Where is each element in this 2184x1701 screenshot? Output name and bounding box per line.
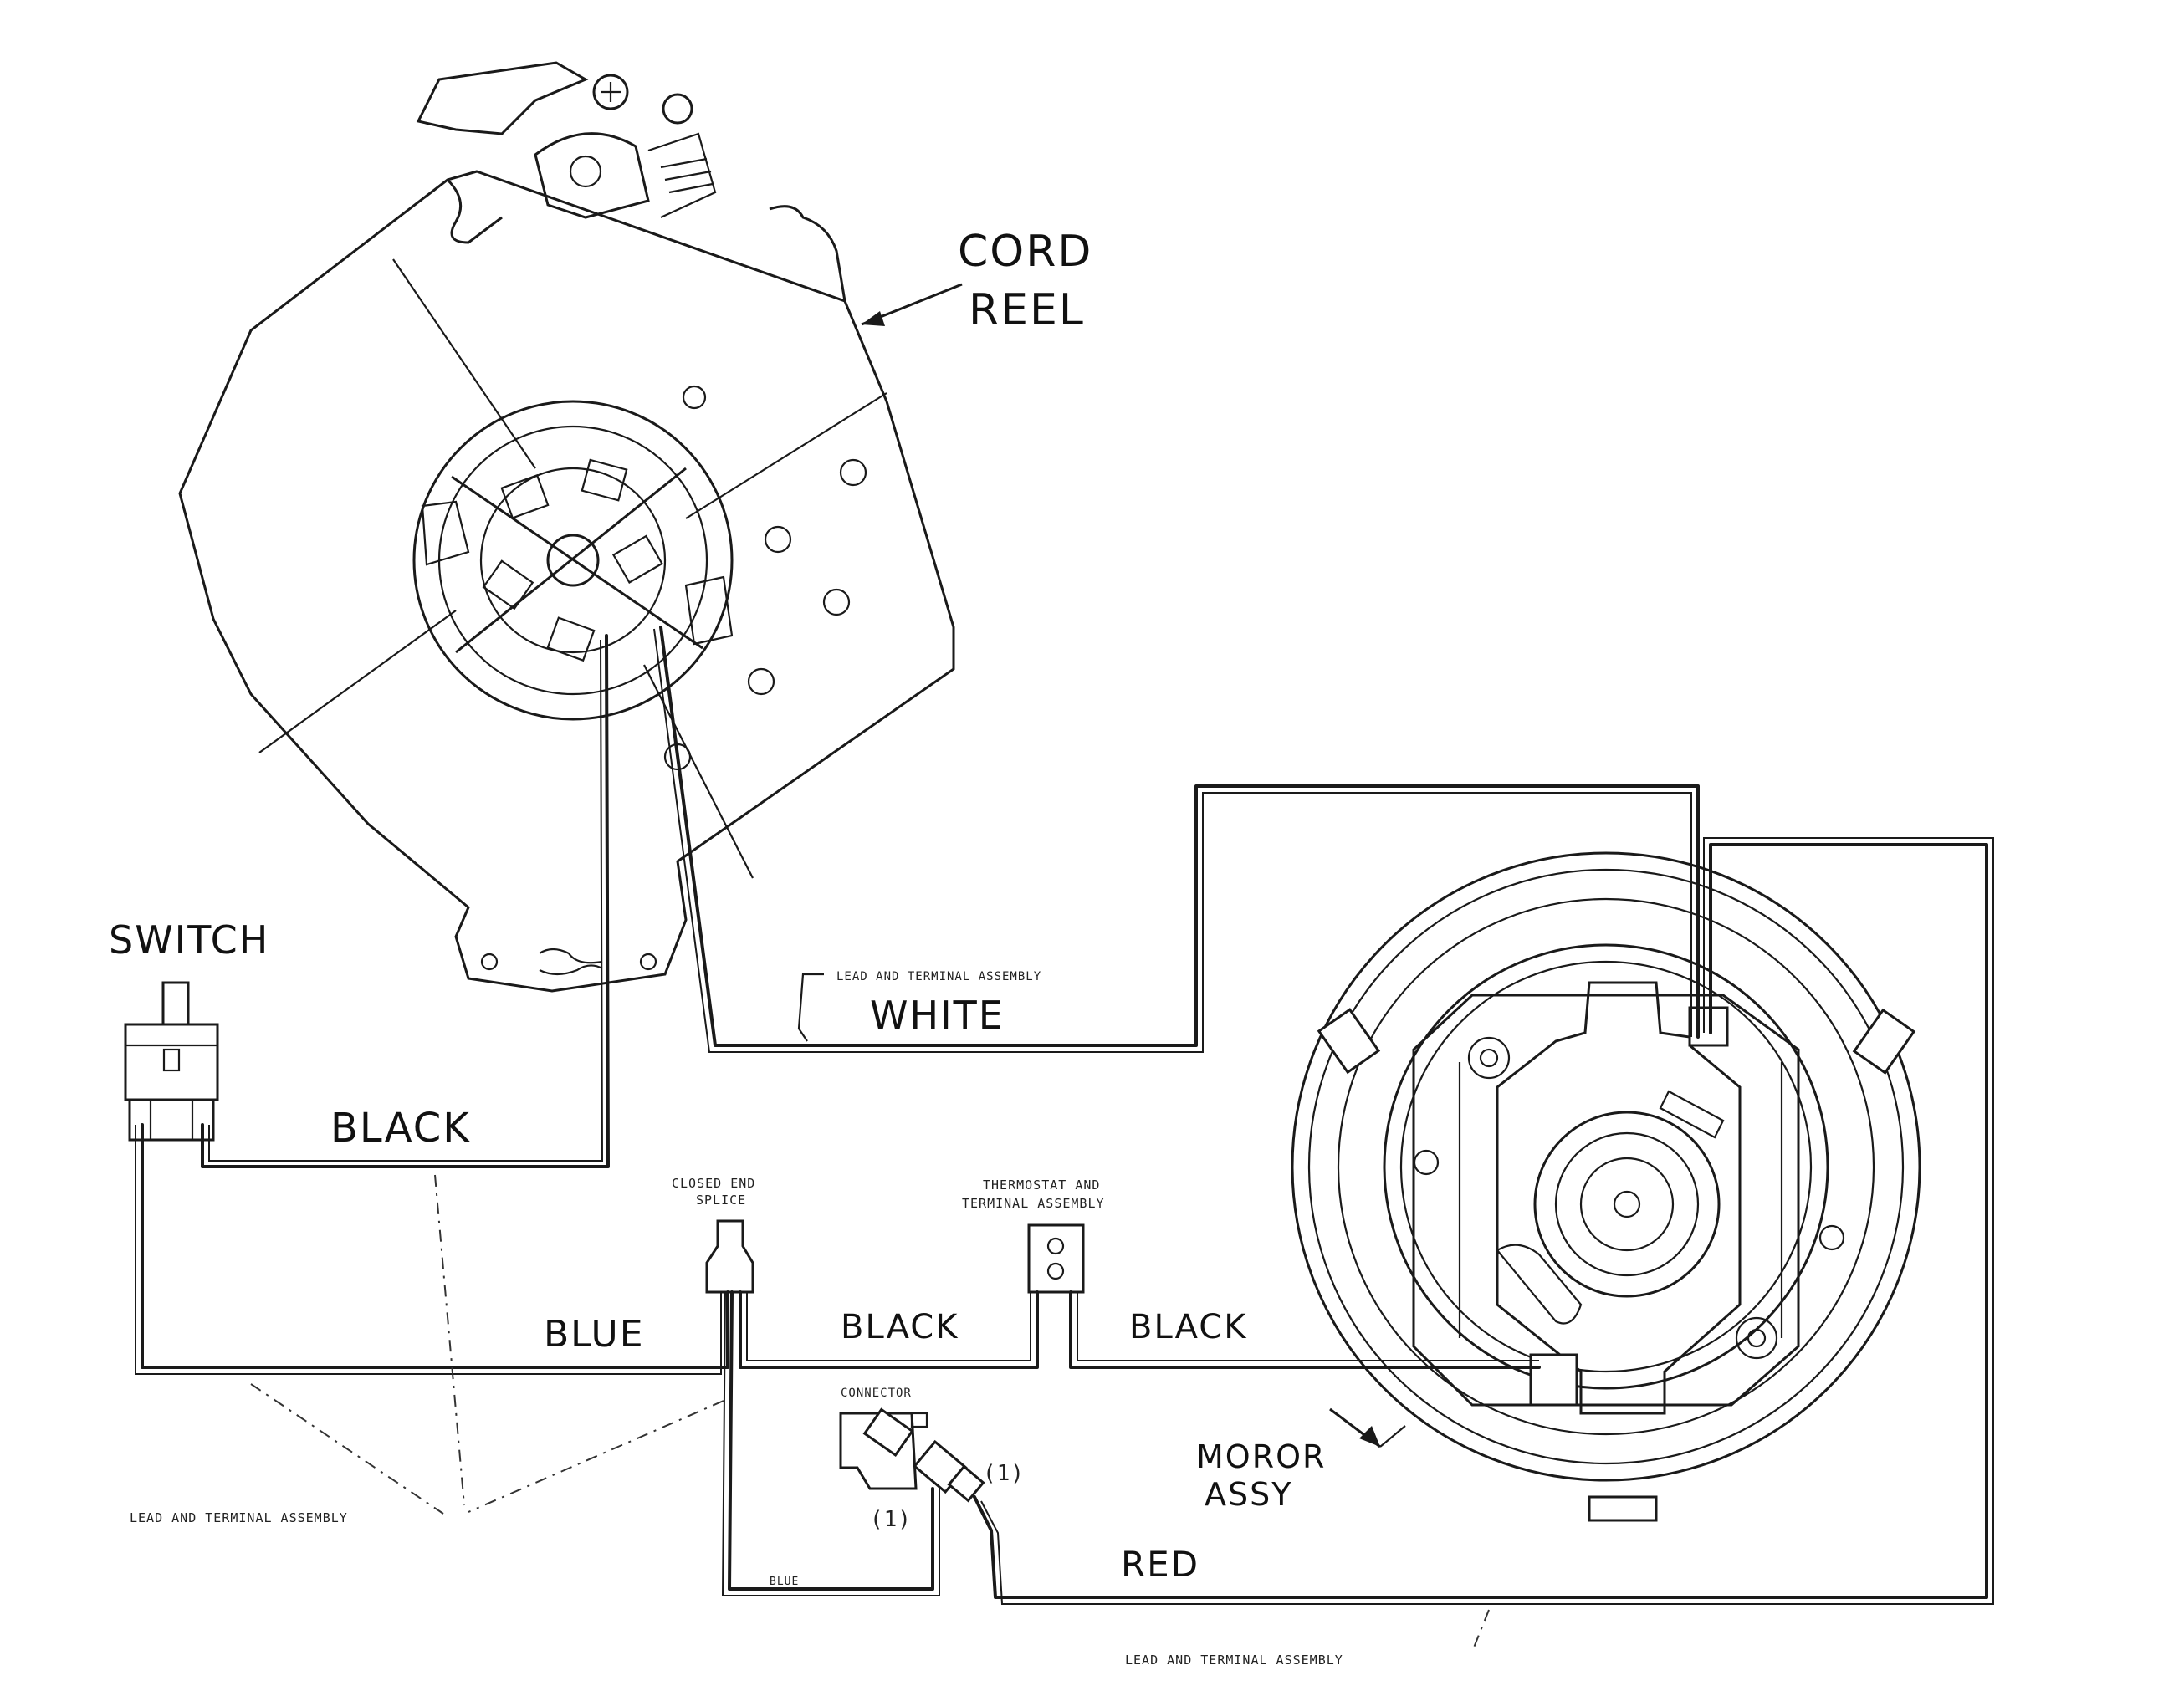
lead-terminal-top-label: LEAD AND TERMINAL ASSEMBLY <box>836 970 1041 983</box>
lead-terminal-left-label: LEAD AND TERMINAL ASSEMBLY <box>130 1510 348 1525</box>
cord-reel <box>178 61 955 993</box>
motor-assy-label-line2: ASSY <box>1205 1476 1292 1513</box>
handwritten-labels: CORD REEL SWITCH WHITE BLACK BLUE BLACK … <box>109 227 1326 1585</box>
switch-label: SWITCH <box>109 917 269 963</box>
switch <box>124 981 219 1142</box>
wiring <box>135 626 1994 1605</box>
closed-end-splice <box>705 1219 754 1294</box>
blue-small-label: BLUE <box>770 1576 799 1588</box>
closed-end-splice-label-line2: SPLICE <box>696 1193 746 1208</box>
black-wire-label-right: BLACK <box>1129 1308 1247 1346</box>
blue-wire-label: BLUE <box>544 1313 645 1356</box>
motor-assembly <box>1291 851 1921 1522</box>
closed-end-splice-label-line1: CLOSED END <box>672 1176 755 1191</box>
cord-reel-label-line1: CORD <box>958 227 1092 277</box>
connector-mark-2: (1) <box>870 1507 912 1532</box>
connector-mark-1: (1) <box>983 1461 1025 1486</box>
cord-reel-label-line2: REEL <box>969 285 1085 335</box>
connector <box>839 1407 985 1503</box>
leader-lines <box>250 283 1490 1652</box>
printed-callouts: LEAD AND TERMINAL ASSEMBLY CLOSED END SP… <box>130 970 1343 1668</box>
red-wire-label: RED <box>1121 1544 1199 1585</box>
thermostat-assembly <box>1027 1223 1085 1294</box>
connector-label: CONNECTOR <box>841 1387 912 1400</box>
white-wire-label: WHITE <box>870 993 1005 1038</box>
motor-assy-label-line1: MOROR <box>1196 1438 1326 1475</box>
black-wire-label-mid: BLACK <box>841 1308 959 1346</box>
lead-terminal-bottom-label: LEAD AND TERMINAL ASSEMBLY <box>1125 1652 1343 1668</box>
black-wire-label-top: BLACK <box>330 1105 471 1152</box>
thermostat-label-line2: TERMINAL ASSEMBLY <box>962 1196 1105 1211</box>
thermostat-label-line1: THERMOSTAT AND <box>983 1177 1100 1193</box>
